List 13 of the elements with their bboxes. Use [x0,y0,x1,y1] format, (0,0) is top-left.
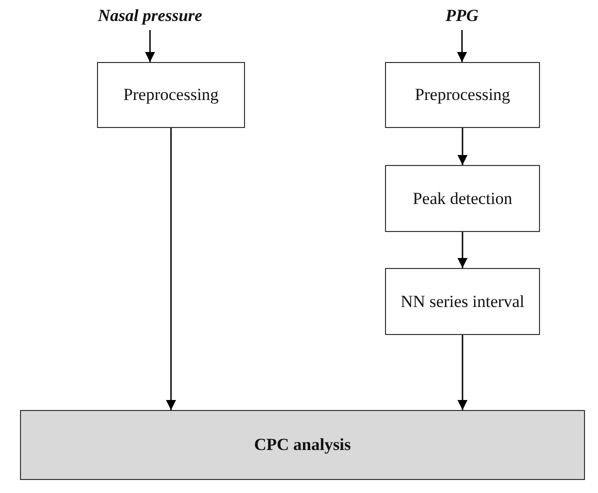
process-box: Peak detection [385,165,540,232]
process-box: Preprocessing [97,62,245,128]
process-box: NN series interval [385,268,540,335]
process-box: Preprocessing [385,62,540,128]
arrow [145,30,155,62]
analysis-box: CPC analysis [20,410,585,480]
arrow [458,335,468,410]
arrow [458,128,468,165]
arrow [166,128,176,410]
arrow [458,232,468,268]
signal-label: Nasal pressure [70,2,230,30]
arrow [457,30,467,62]
signal-label: PPG [420,2,504,30]
